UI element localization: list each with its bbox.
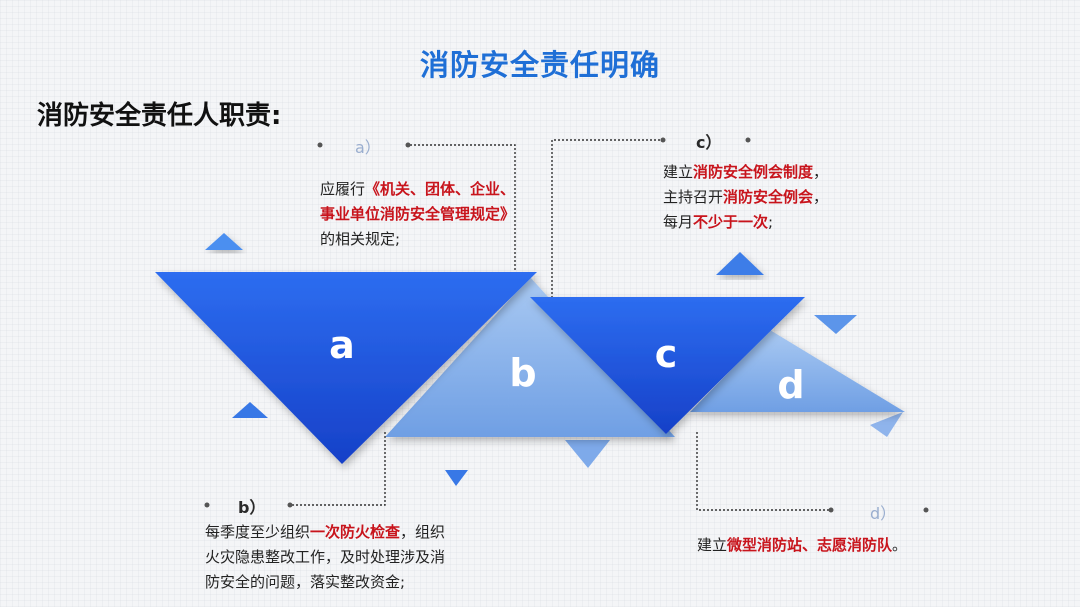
connector-d bbox=[696, 432, 830, 511]
triangle-label-c: c bbox=[655, 332, 678, 376]
decor-triangle bbox=[205, 233, 243, 250]
triangle-d bbox=[690, 330, 905, 412]
marker-d: d） bbox=[870, 504, 897, 523]
decor-triangle bbox=[232, 402, 268, 418]
description-b: 每季度至少组织一次防火检查，组织火灾隐患整改工作，及时处理涉及消防安全的问题，落… bbox=[205, 523, 446, 591]
description-c: 建立消防安全例会制度，主持召开消防安全例会，每月不少于一次; bbox=[663, 163, 829, 231]
connector-a bbox=[410, 144, 516, 272]
connector-c bbox=[551, 139, 660, 297]
decor-triangle bbox=[870, 412, 903, 437]
triangle-a bbox=[155, 272, 537, 464]
marker-b: b） bbox=[238, 498, 266, 517]
page-title: 消防安全责任明确 bbox=[419, 48, 660, 82]
triangle-label-d: d bbox=[777, 363, 804, 407]
marker-c: c） bbox=[696, 133, 722, 152]
decor-triangle bbox=[814, 315, 857, 334]
section-subtitle: 消防安全责任人职责: bbox=[37, 101, 282, 131]
triangle-label-a: a bbox=[329, 323, 355, 367]
description-a: 应履行《机关、团体、企业、事业单位消防安全管理规定》的相关规定; bbox=[320, 180, 516, 248]
description-d: 建立微型消防站、志愿消防队。 bbox=[697, 536, 908, 554]
triangle-b bbox=[385, 277, 675, 437]
marker-a: a） bbox=[355, 138, 381, 157]
decor-triangle bbox=[445, 470, 468, 486]
decor-triangle bbox=[565, 440, 610, 468]
connector-b bbox=[292, 432, 386, 506]
triangle-c bbox=[530, 297, 805, 434]
decor-triangle bbox=[716, 252, 764, 275]
triangle-label-b: b bbox=[509, 351, 536, 395]
